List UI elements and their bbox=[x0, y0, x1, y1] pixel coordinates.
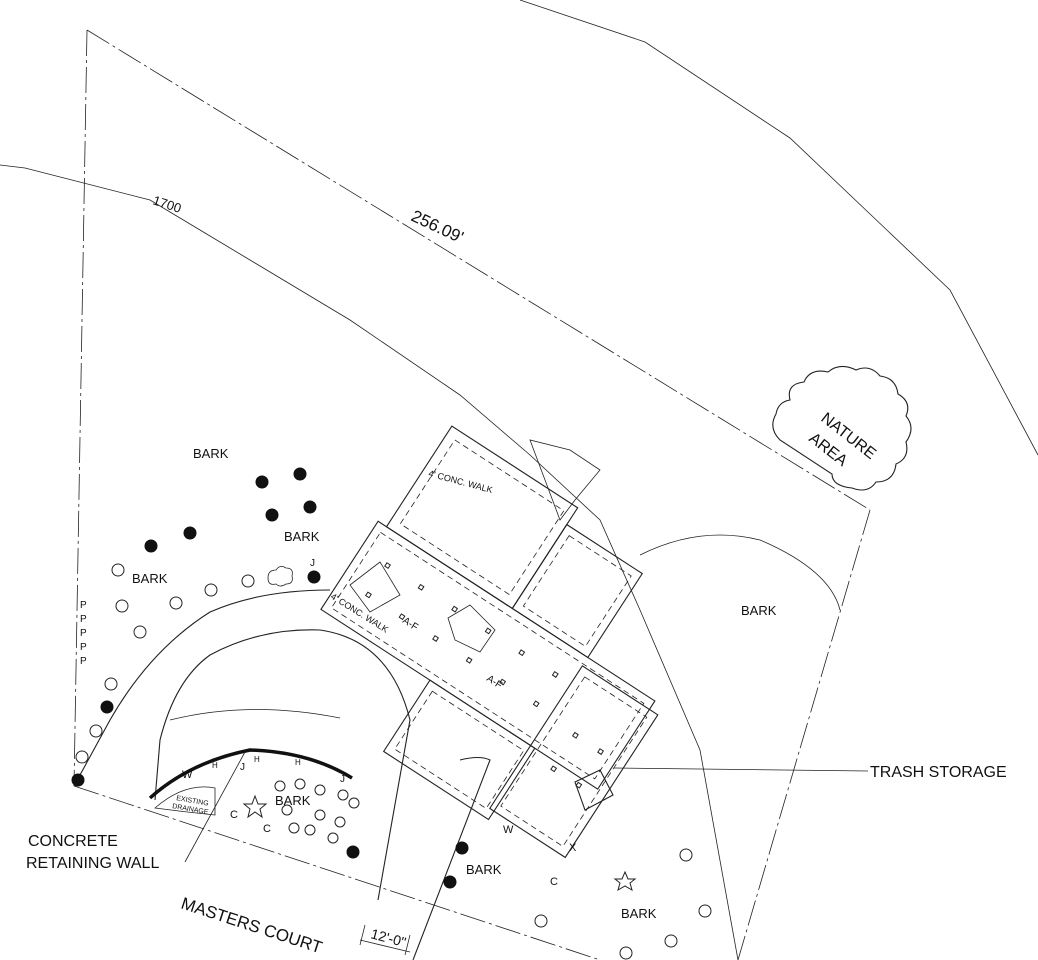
bark-label-5: BARK bbox=[275, 793, 311, 808]
contour-label: 1700 bbox=[151, 193, 183, 216]
building-footprint bbox=[320, 425, 659, 859]
bark-label-1: BARK bbox=[193, 446, 229, 461]
plant-code-j-3: J bbox=[340, 774, 345, 785]
terrain-line bbox=[519, 0, 1038, 456]
plant-code-c-3: C bbox=[550, 876, 558, 888]
trash-storage-enclosure bbox=[574, 769, 614, 811]
bark-label-7: BARK bbox=[621, 906, 657, 921]
plant-code-j-1: J bbox=[310, 558, 315, 569]
plant-code-h-1: H bbox=[212, 761, 218, 770]
dimension-label: 12'-0" bbox=[369, 925, 408, 950]
driveway bbox=[73, 589, 491, 960]
walk-label-upper: 4' CONC. WALK bbox=[427, 468, 493, 495]
bark-label-6: BARK bbox=[466, 862, 502, 877]
bark-label-2: BARK bbox=[284, 529, 320, 544]
af-label-2: A-F bbox=[484, 673, 504, 691]
plant-code-j-2: J bbox=[240, 762, 245, 773]
trash-leader-line bbox=[613, 767, 869, 772]
gable-roofs bbox=[349, 439, 601, 653]
street-label: MASTERS COURT bbox=[179, 894, 325, 958]
plant-code-c-1: C bbox=[230, 809, 238, 821]
retaining-wall-label-1: CONCRETE bbox=[28, 833, 118, 850]
retaining-wall bbox=[148, 748, 353, 800]
plant-code-p-2: P bbox=[80, 614, 87, 625]
property-line-label: 256.09' bbox=[408, 206, 466, 247]
retaining-wall-label-2: RETAINING WALL bbox=[26, 855, 159, 872]
plant-code-w-2: W bbox=[503, 824, 514, 836]
accent-plants bbox=[242, 794, 637, 892]
plant-code-h-3: H bbox=[295, 758, 301, 767]
bark-label-4: BARK bbox=[741, 603, 777, 618]
bark-bed-east bbox=[639, 534, 841, 611]
plant-code-p-1: P bbox=[80, 600, 87, 611]
plant-code-x: X bbox=[569, 842, 577, 854]
plant-codes-p-column: P P P P P bbox=[80, 600, 87, 667]
shrub-cloud bbox=[267, 566, 293, 587]
dimension-marker bbox=[359, 924, 411, 956]
contour-line bbox=[0, 164, 739, 960]
plant-code-p-3: P bbox=[80, 628, 87, 639]
existing-drainage-outline bbox=[154, 786, 216, 816]
plant-code-c-2: C bbox=[263, 823, 271, 835]
property-boundary bbox=[73, 29, 871, 960]
shrubs bbox=[75, 563, 712, 960]
nature-area-cloud bbox=[772, 365, 912, 491]
plant-code-p-4: P bbox=[80, 642, 87, 653]
hedge-row bbox=[169, 709, 341, 721]
trees-deciduous bbox=[71, 467, 469, 889]
trash-storage-label: TRASH STORAGE bbox=[870, 764, 1007, 781]
plant-code-p-5: P bbox=[80, 656, 87, 667]
bark-label-3: BARK bbox=[132, 571, 168, 586]
plant-code-h-2: H bbox=[254, 755, 260, 764]
plant-code-w-1: W bbox=[182, 769, 193, 781]
